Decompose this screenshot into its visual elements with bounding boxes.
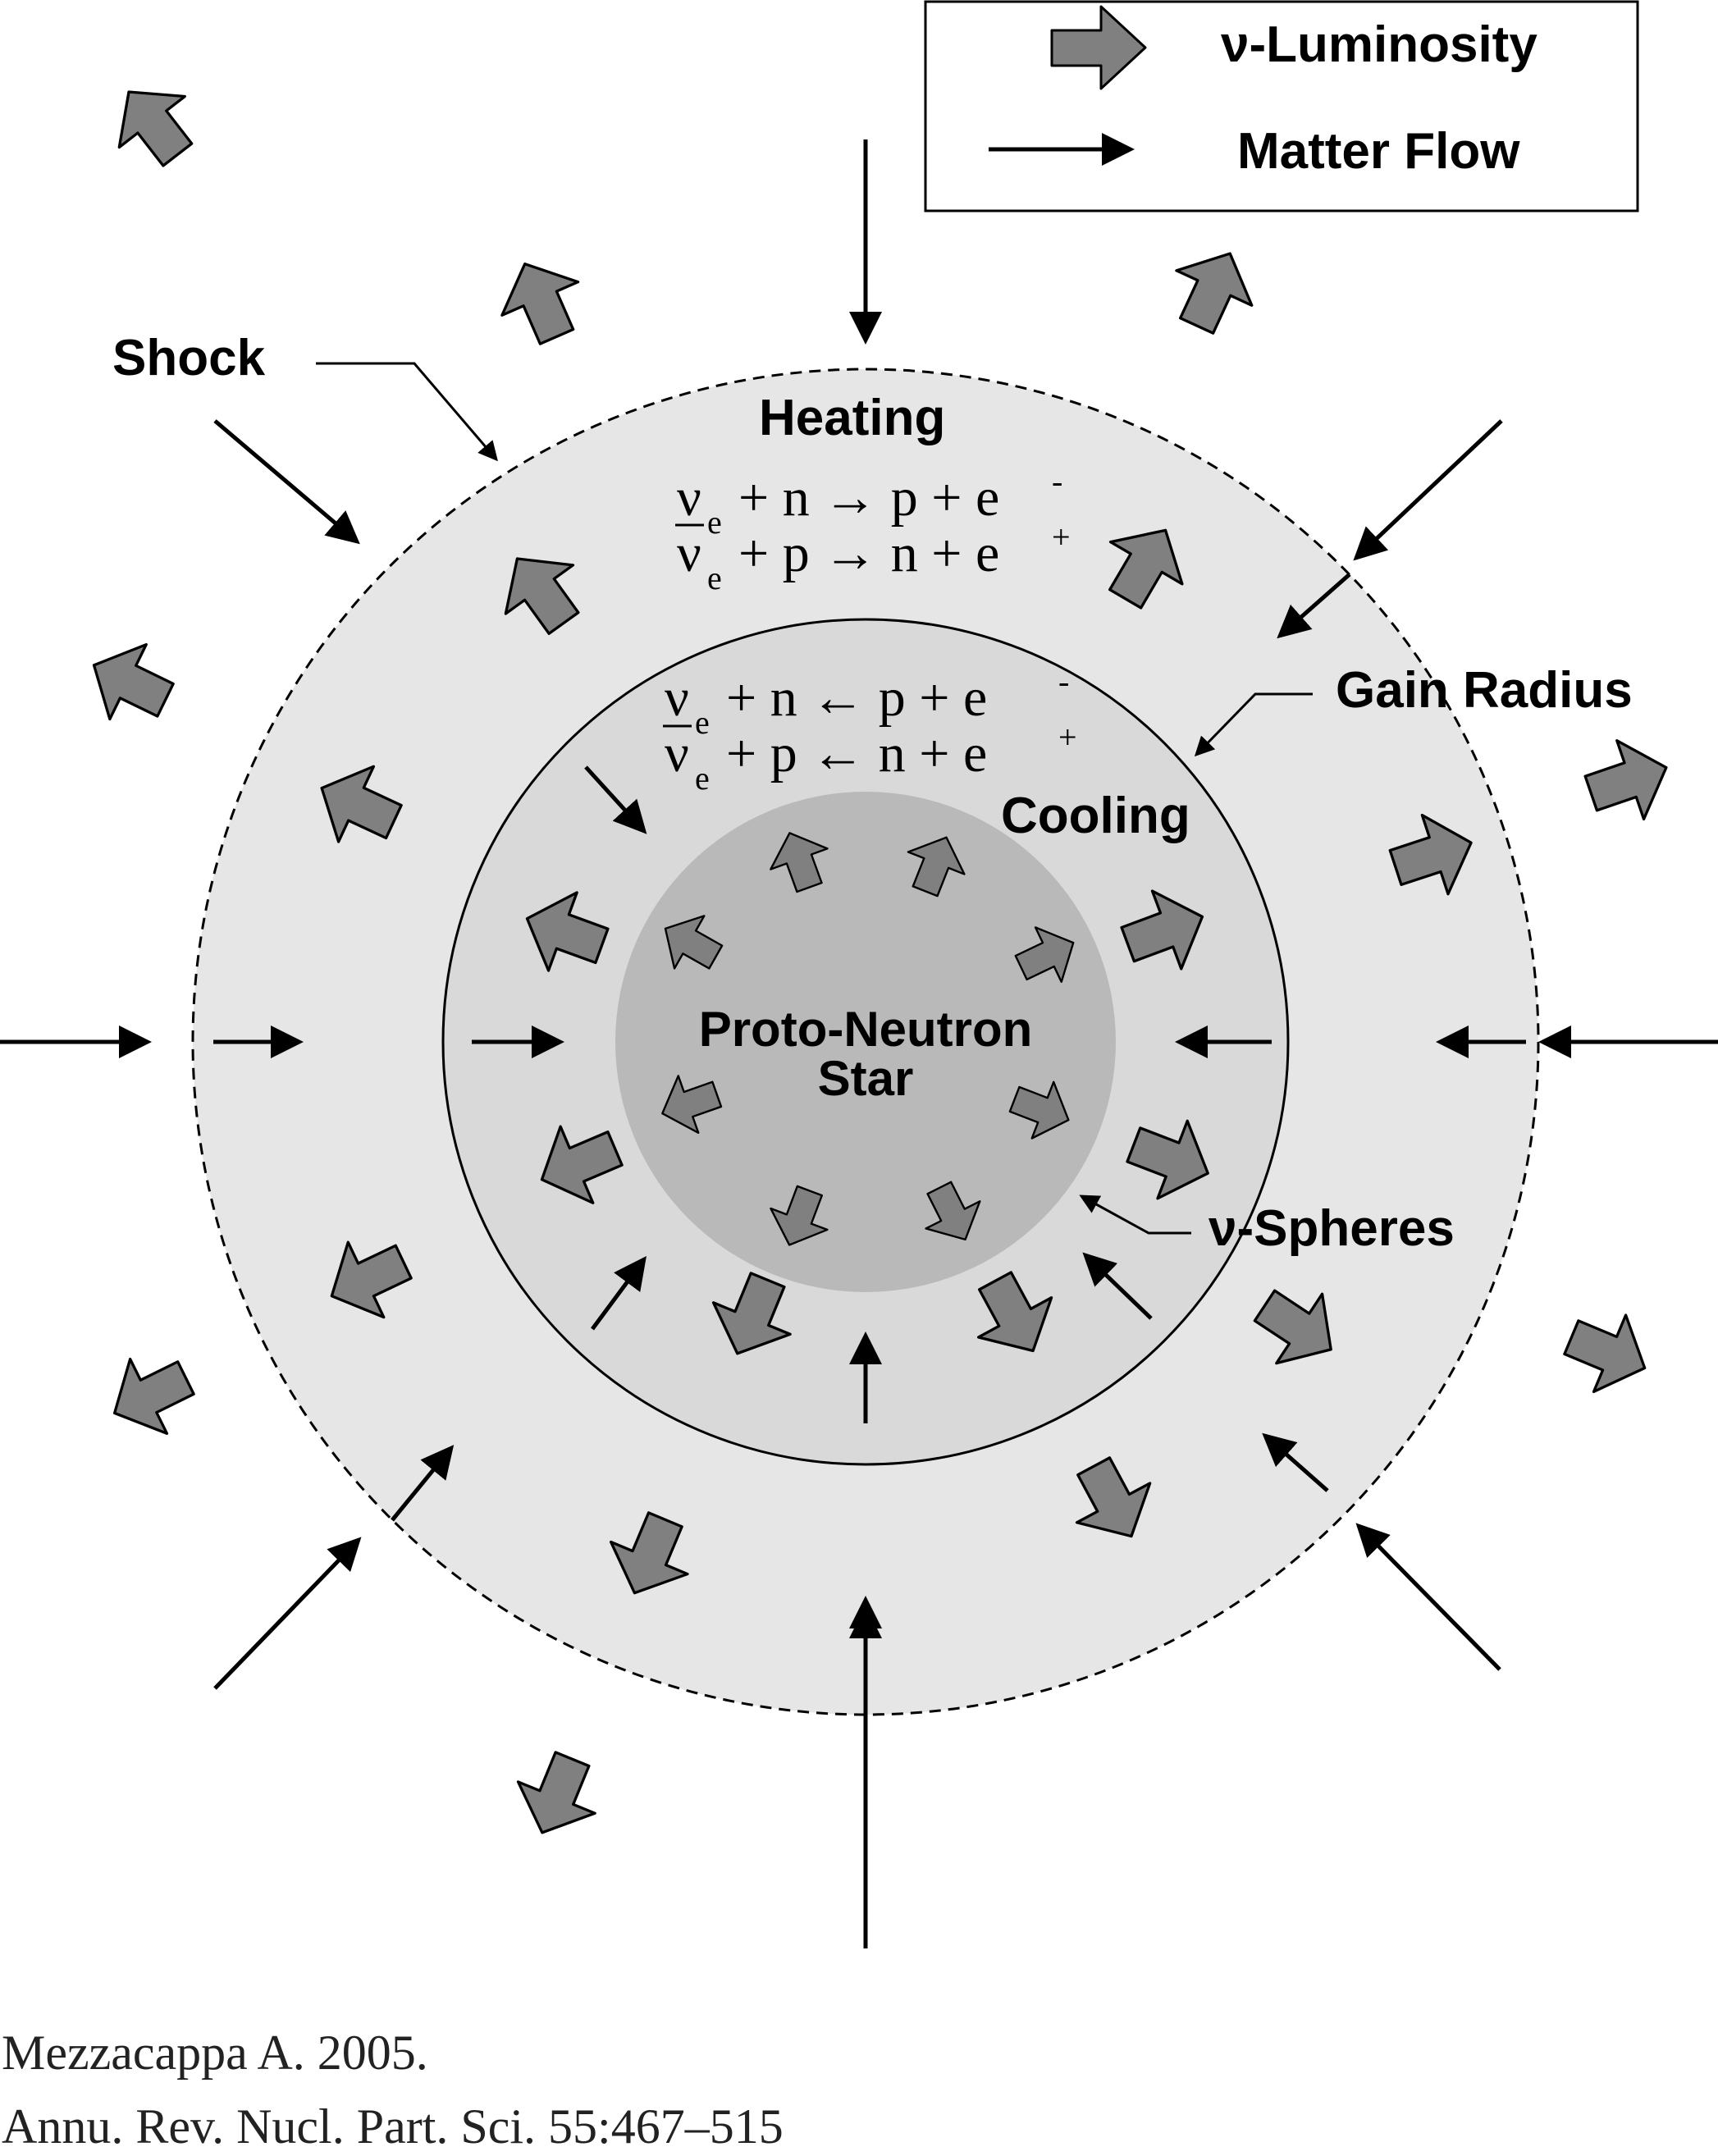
luminosity-arrow — [1008, 1080, 1070, 1140]
luminosity-arrow — [500, 262, 580, 345]
luminosity-arrow — [92, 642, 175, 721]
luminosity-arrow — [1014, 926, 1075, 984]
matter-flow-arrow — [1262, 1432, 1329, 1492]
nu-symbol: ν — [677, 468, 701, 528]
luminosity-arrow — [609, 1511, 689, 1595]
luminosity-arrow — [117, 90, 194, 167]
nu-subscript: e — [707, 504, 722, 541]
heating-equation-2: ν e + p → n + e + — [675, 518, 1071, 596]
cooling-equation-2: ν e + p ← n + e + — [663, 719, 1077, 797]
nu-spheres-label: ν-Spheres — [1209, 1200, 1455, 1257]
nu-spheres-leader-line — [1079, 1194, 1191, 1235]
matter-flow-arrow — [213, 1537, 362, 1690]
luminosity-arrow — [1253, 1289, 1332, 1365]
equation-body: + n ← p + e — [726, 668, 987, 728]
proto-neutron-star-label-line2: Star — [818, 1051, 914, 1106]
legend-matter-flow-label: Matter Flow — [1237, 123, 1520, 180]
luminosity-arrow — [1120, 889, 1204, 971]
shock-label: Shock — [112, 330, 266, 386]
equation-body: + n → p + e — [738, 468, 999, 528]
equation-superscript: + — [1058, 719, 1077, 756]
matter-flow-arrow — [391, 1445, 455, 1522]
luminosity-arrow — [907, 836, 966, 898]
legend-luminosity-label: ν-Luminosity — [1221, 16, 1538, 73]
equation-body: + p ← n + e — [726, 724, 987, 783]
nu-subscript: e — [707, 560, 722, 596]
citation-line1: Mezzacappa A. 2005. — [2, 2026, 428, 2080]
luminosity-arrow — [661, 1075, 723, 1134]
luminosity-arrow — [1583, 739, 1668, 821]
luminosity-arrow — [112, 1357, 195, 1435]
equation-superscript: - — [1052, 463, 1062, 500]
gain-radius-leader-line — [1194, 692, 1313, 757]
luminosity-arrow — [540, 1125, 624, 1204]
matter-flow-arrow — [213, 419, 360, 545]
citation-line2: Annu. Rev. Nucl. Part. Sci. 55:467–515 — [2, 2099, 784, 2154]
matter-flow-arrow — [590, 1255, 647, 1331]
nu-symbol: ν — [677, 523, 701, 583]
nu-subscript: e — [695, 704, 710, 741]
luminosity-arrow — [330, 1240, 413, 1319]
nu-subscript: e — [695, 760, 710, 797]
luminosity-arrow — [320, 765, 403, 843]
matter-flow-arrows — [0, 139, 1718, 1948]
legend: ν-Luminosity Matter Flow — [924, 0, 1639, 212]
shock-leader-line — [316, 362, 498, 462]
matter-flow-arrow — [1353, 419, 1503, 561]
gain-radius-label: Gain Radius — [1336, 662, 1633, 719]
matter-flow-arrow — [1277, 573, 1351, 639]
luminosity-arrow — [1126, 1119, 1209, 1200]
cooling-label: Cooling — [1001, 788, 1190, 844]
legend-box — [924, 0, 1639, 212]
luminosity-arrow — [504, 557, 580, 635]
nu-symbol: ν — [665, 668, 689, 728]
equation-superscript: + — [1052, 518, 1071, 555]
luminosity-arrow — [711, 1272, 792, 1355]
cooling-equation-1: ν e + n ← p + e - — [665, 663, 1069, 741]
legend-luminosity-arrow-icon — [1050, 5, 1147, 90]
heating-equation-1: ν e + n → p + e - — [677, 463, 1062, 541]
luminosity-arrow — [1175, 252, 1254, 335]
matter-flow-arrow — [1355, 1523, 1501, 1671]
luminosity-arrow — [516, 1751, 596, 1834]
matter-flow-arrow — [584, 765, 647, 834]
luminosity-arrow — [770, 832, 829, 893]
equation-superscript: - — [1058, 663, 1069, 700]
luminosity-arrows — [92, 90, 1668, 1834]
luminosity-arrow — [1108, 528, 1184, 610]
luminosity-arrow — [1388, 813, 1473, 896]
luminosity-arrow — [1075, 1456, 1152, 1538]
luminosity-arrow — [1563, 1313, 1647, 1394]
nu-symbol: ν — [665, 724, 689, 783]
luminosity-arrow — [770, 1185, 829, 1246]
luminosity-arrow — [525, 891, 610, 972]
luminosity-arrow — [664, 915, 724, 970]
luminosity-arrow — [976, 1271, 1053, 1353]
proto-neutron-star — [615, 792, 1116, 1292]
matter-flow-arrow — [1082, 1252, 1153, 1320]
heating-label: Heating — [759, 390, 945, 446]
luminosity-arrow — [925, 1181, 981, 1241]
proto-neutron-star-label-line1: Proto-Neutron — [699, 1002, 1033, 1057]
equation-body: + p → n + e — [738, 523, 999, 583]
